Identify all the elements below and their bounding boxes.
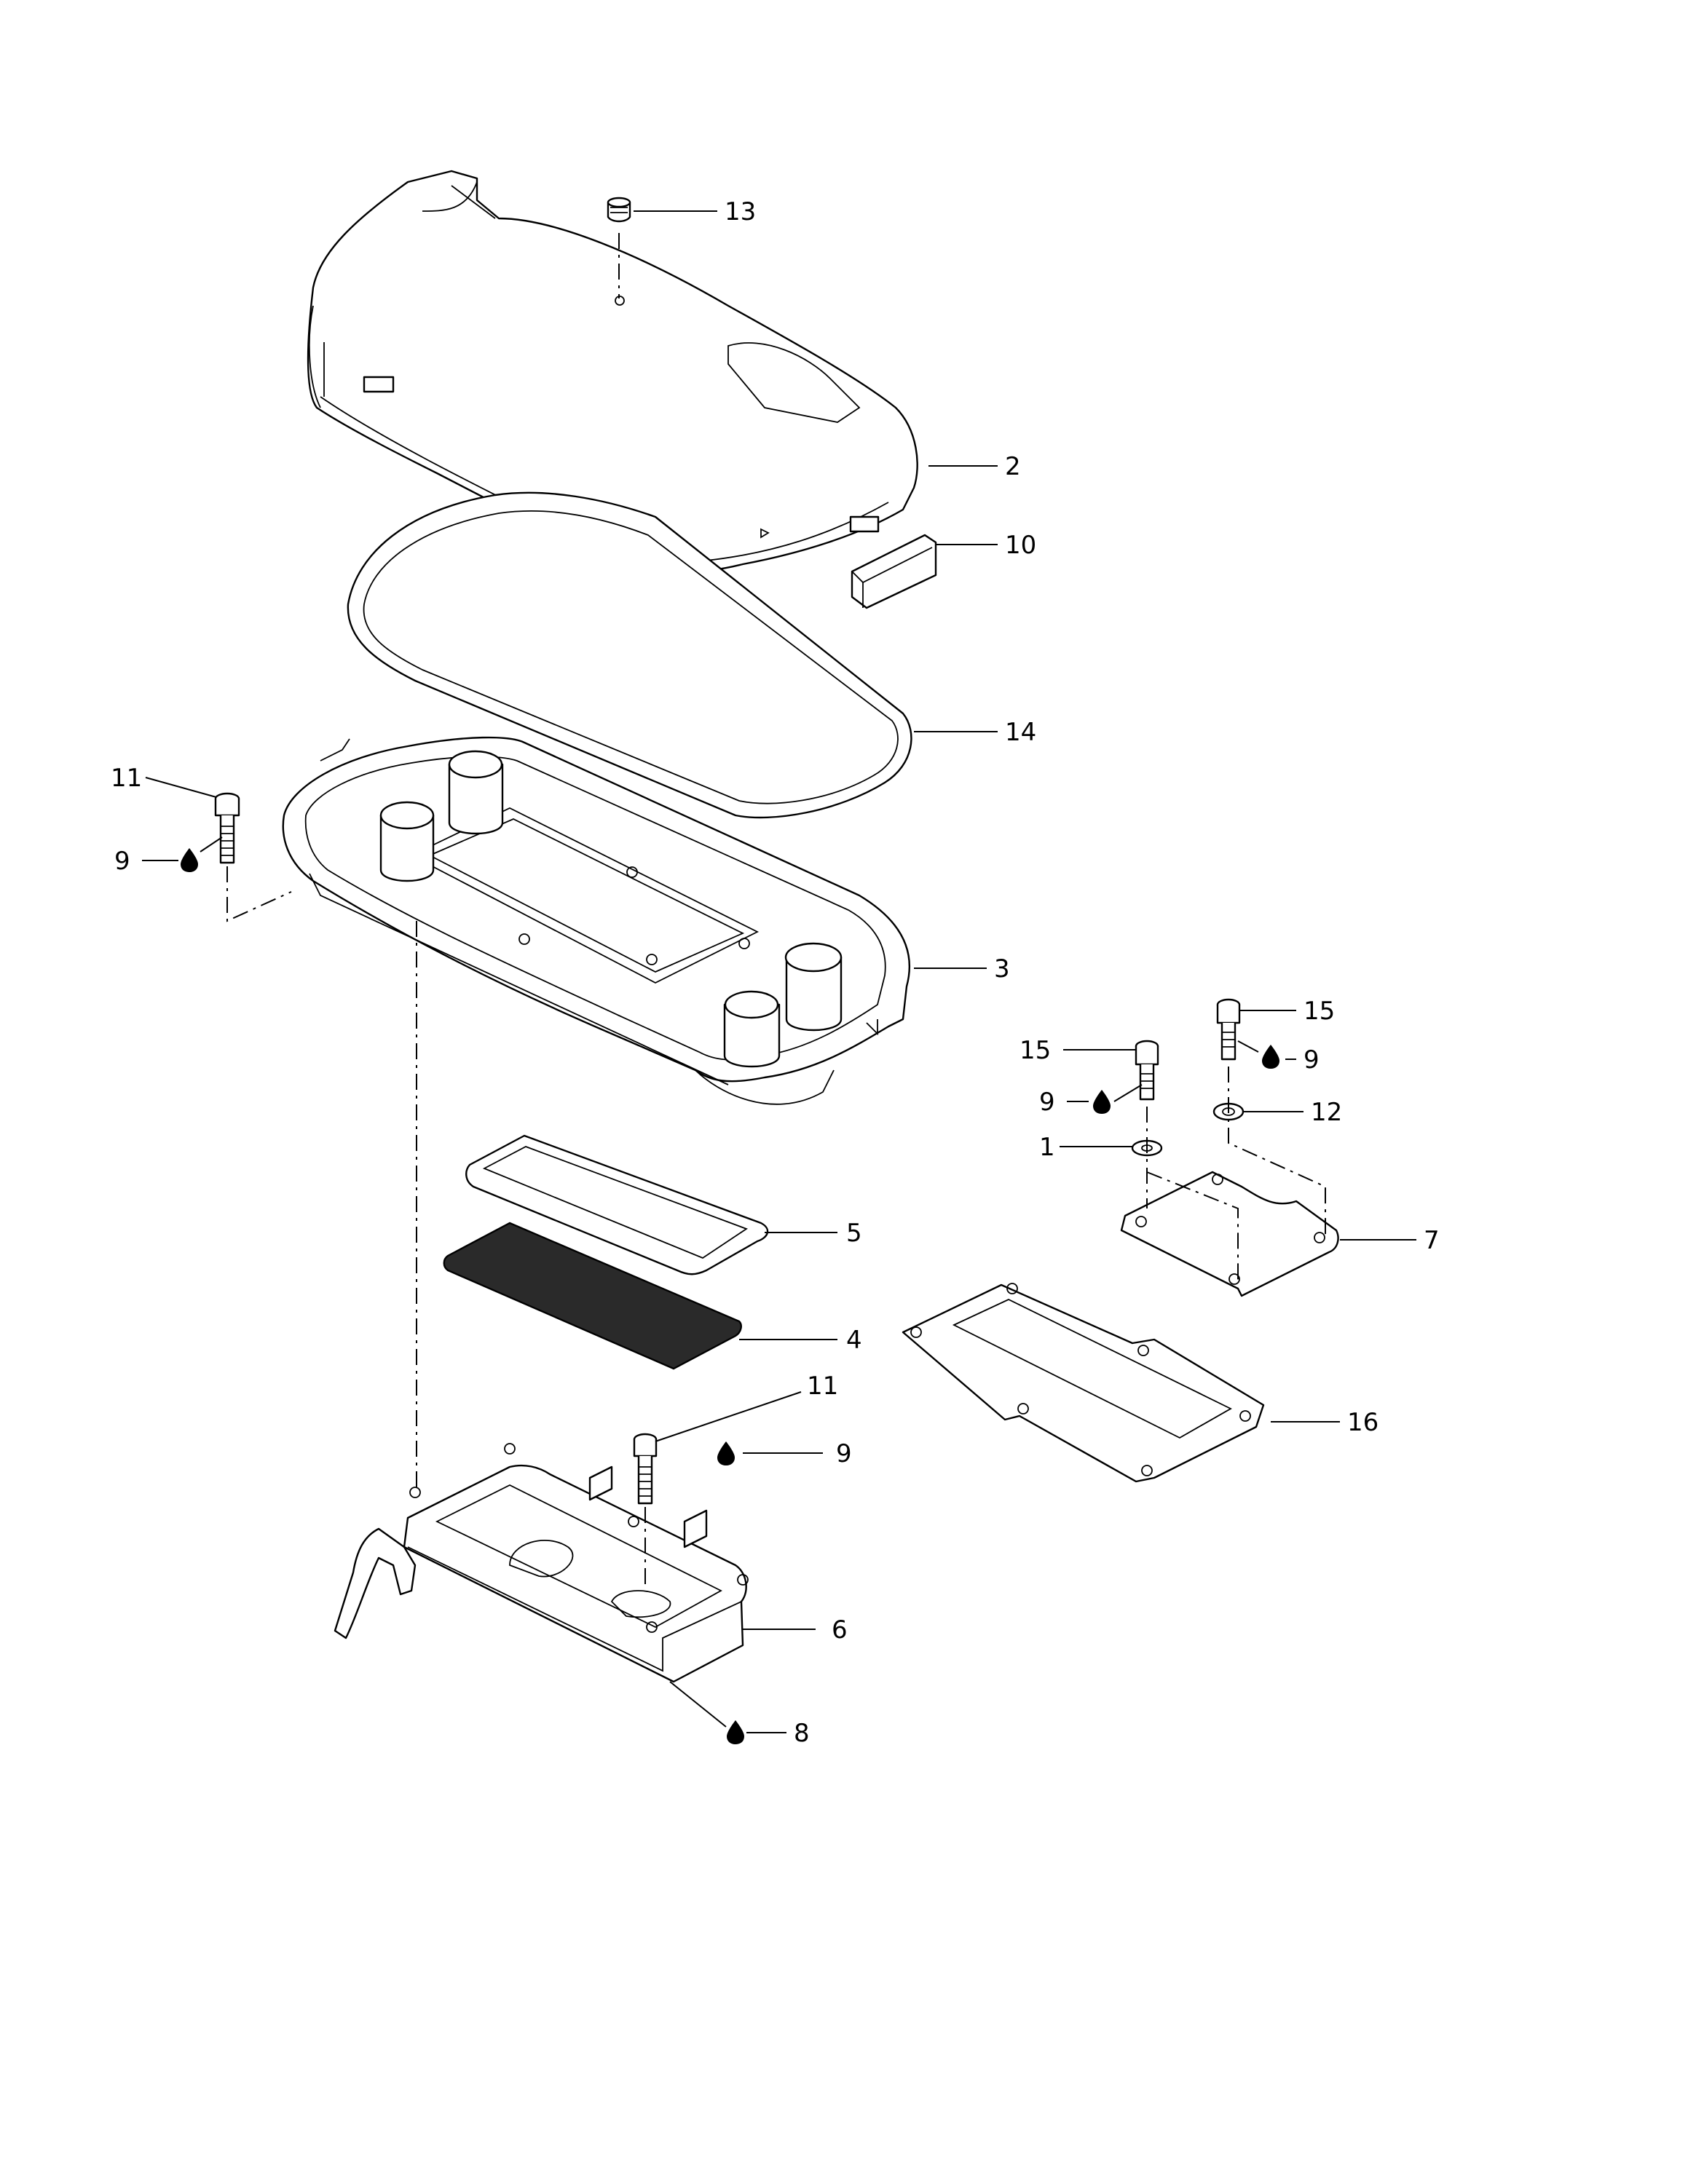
- screw-11-lower: [633, 1433, 658, 1505]
- plug: [607, 197, 631, 223]
- callout-9-upper-left: 9: [114, 847, 130, 876]
- callout-14: 14: [1005, 718, 1036, 747]
- callout-6: 6: [832, 1615, 848, 1645]
- drop-icon: [1262, 1045, 1279, 1069]
- callout-16: 16: [1347, 1408, 1379, 1437]
- callout-9-left: 9: [1039, 1088, 1055, 1117]
- cover-gasket: [347, 491, 912, 819]
- drop-icon: [181, 848, 198, 872]
- callout-10: 10: [1005, 531, 1036, 560]
- callout-15-right: 15: [1304, 997, 1335, 1026]
- assembly-centerlines: [226, 233, 1326, 1587]
- drop-icon: [727, 1720, 744, 1744]
- filter-element: [443, 1222, 742, 1370]
- callout-7: 7: [1424, 1226, 1440, 1255]
- leader-lines: [142, 210, 1416, 1733]
- callout-11-upper: 11: [111, 764, 142, 793]
- callout-1: 1: [1039, 1133, 1055, 1162]
- screw-11-upper: [214, 792, 240, 864]
- callout-labels: 13 2 10 14 11 9 3 15 15 9 9 12 1 7 5 4 1…: [111, 197, 1440, 1748]
- callout-5: 5: [846, 1219, 862, 1248]
- filter-gasket: [465, 1134, 769, 1275]
- callout-15-left: 15: [1019, 1036, 1051, 1065]
- callout-9-right: 9: [1304, 1045, 1320, 1075]
- clip: [851, 534, 937, 609]
- callout-3: 3: [994, 954, 1010, 984]
- base-gasket: [902, 1283, 1265, 1483]
- callout-13: 13: [725, 197, 756, 226]
- screw-15-left: [1135, 1040, 1159, 1101]
- drop-icon: [1093, 1090, 1111, 1114]
- callout-9-lower: 9: [836, 1439, 852, 1468]
- callout-2: 2: [1005, 452, 1021, 481]
- drop-icon: [717, 1441, 735, 1465]
- air-box-base: [282, 736, 911, 1105]
- lower-housing: [334, 1443, 749, 1683]
- screw-15-right: [1216, 998, 1241, 1061]
- callout-12: 12: [1311, 1098, 1342, 1127]
- mounting-plate: [1120, 1171, 1339, 1297]
- callout-11-lower: 11: [807, 1372, 838, 1401]
- callout-8: 8: [794, 1719, 810, 1748]
- callout-4: 4: [846, 1326, 862, 1355]
